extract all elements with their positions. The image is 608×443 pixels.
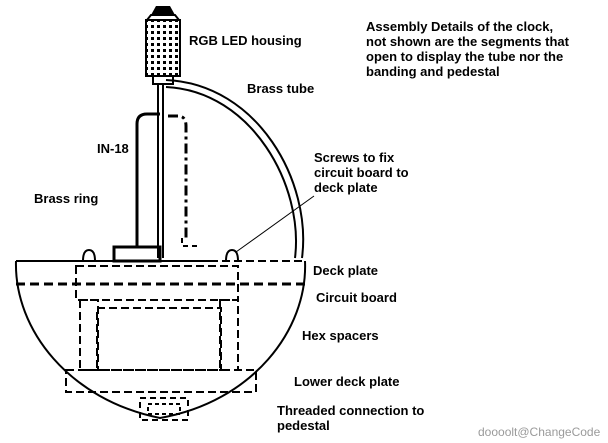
- label-brass-tube: Brass tube: [247, 81, 315, 96]
- in18-tube: [135, 112, 200, 247]
- label-lower-deck-plate: Lower deck plate: [294, 374, 400, 389]
- screws: [82, 248, 239, 262]
- threaded-connection: [139, 397, 189, 421]
- label-deck-plate: Deck plate: [313, 263, 379, 278]
- brass-ring: [112, 245, 162, 263]
- label-rgb-led-housing: RGB LED housing: [189, 33, 302, 48]
- hemisphere-body: [14, 260, 307, 420]
- title-note: Assembly Details of the clock, not shown…: [366, 19, 569, 79]
- rgb-led-housing: [144, 6, 182, 85]
- deck-spacer-box: [75, 265, 239, 301]
- label-circuit-board: Circuit board: [316, 290, 397, 305]
- label-screws: Screws to fix circuit board to deck plat…: [314, 150, 409, 195]
- label-threaded-connection: Threaded connection to pedestal: [277, 403, 425, 433]
- lower-deck-plate: [65, 369, 257, 393]
- label-hex-spacers: Hex spacers: [302, 328, 379, 343]
- label-brass-ring: Brass ring: [34, 191, 99, 206]
- brass-tube: [165, 79, 305, 259]
- watermark: doooolt@ChangeCode: [478, 425, 601, 439]
- hex-spacers: [79, 299, 239, 371]
- label-in18: IN-18: [97, 141, 129, 156]
- center-stem: [157, 84, 164, 258]
- screws-pointer: [235, 195, 315, 253]
